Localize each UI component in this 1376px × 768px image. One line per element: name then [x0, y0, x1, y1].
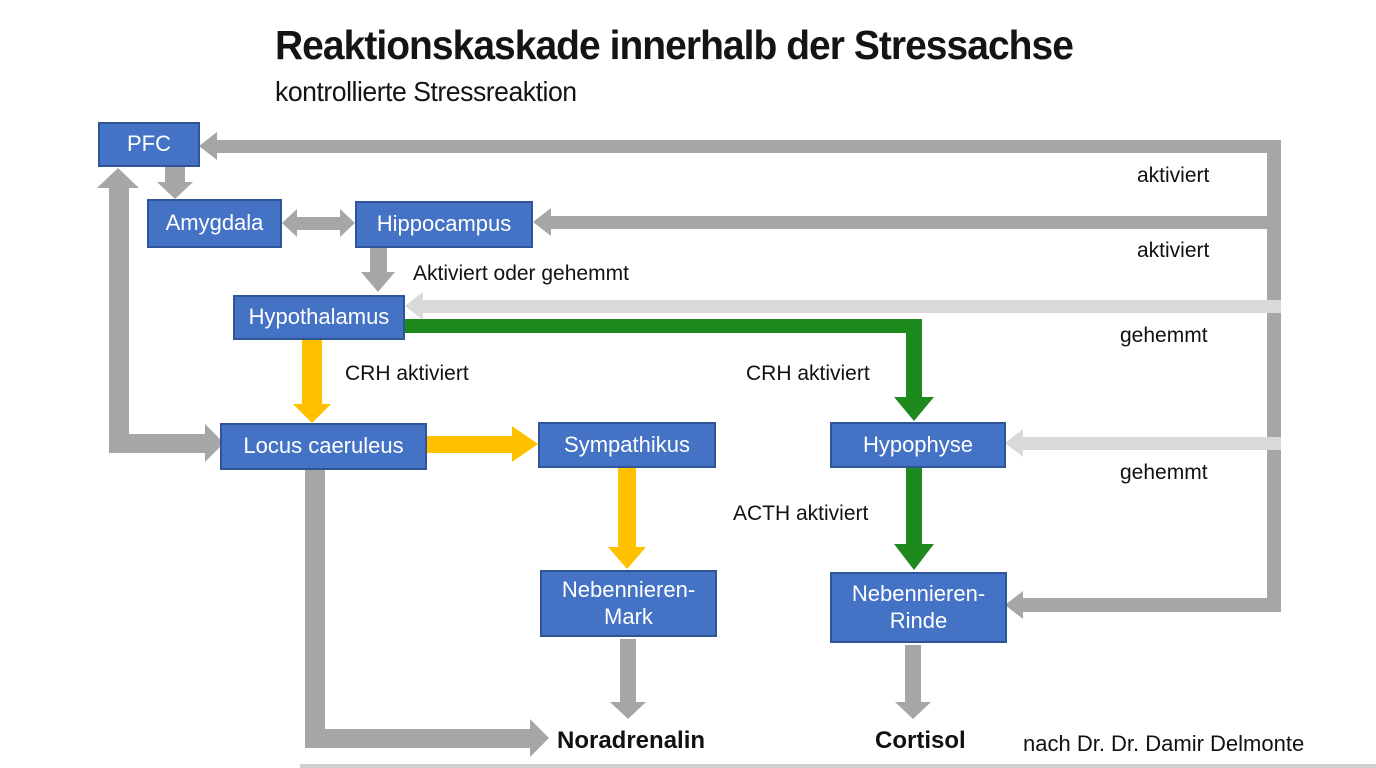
- locus-to-noradrenalin-vertical-line: [305, 470, 325, 730]
- label-aktiviert-oder-gehemmt: Aktiviert oder gehemmt: [413, 262, 629, 285]
- node-nebennieren-mark-line1: Nebennieren-: [561, 577, 696, 603]
- mark-to-noradrenalin-line: [620, 639, 636, 702]
- node-locus-caeruleus: Locus caeruleus: [220, 423, 427, 470]
- node-sympathikus-label: Sympathikus: [564, 431, 690, 457]
- arrowhead-down-into-hypothalamus-icon: [361, 272, 395, 292]
- node-sympathikus: Sympathikus: [538, 422, 716, 468]
- arrowhead-left-into-nebennieren-rinde-icon: [1005, 591, 1023, 619]
- feedback-loop-vertical-line: [1267, 140, 1281, 612]
- left-feedback-horizontal-line: [109, 434, 205, 453]
- hypothalamus-to-hypophyse-horizontal-line: [405, 319, 922, 333]
- amygdala-hippocampus-line: [297, 217, 340, 230]
- hippocampus-to-hypothalamus-line: [370, 248, 387, 272]
- node-hypophyse-label: Hypophyse: [862, 431, 974, 457]
- node-hypophyse: Hypophyse: [830, 422, 1006, 468]
- feedback-arrow-to-nebennieren-rinde-line: [1023, 598, 1281, 612]
- arrowhead-right-into-noradrenalin-icon: [530, 719, 549, 757]
- node-nebennieren-rinde-line1: Nebennieren-: [851, 581, 986, 607]
- feedback-arrow-to-hypophyse-line: [1023, 437, 1281, 450]
- arrowhead-left-into-hypothalamus-icon: [405, 292, 423, 320]
- label-acth-aktiviert: ACTH aktiviert: [733, 502, 869, 525]
- arrowhead-right-into-hippocampus-icon: [340, 209, 355, 237]
- label-cortisol: Cortisol: [875, 727, 966, 754]
- arrowhead-down-cortisol-icon: [895, 702, 931, 719]
- node-hypothalamus-label: Hypothalamus: [248, 304, 390, 330]
- label-noradrenalin: Noradrenalin: [557, 727, 706, 754]
- node-nebennieren-mark-line2: Mark: [604, 603, 653, 629]
- node-pfc: PFC: [98, 122, 200, 167]
- arrowhead-down-into-amygdala-icon: [157, 182, 193, 199]
- pfc-to-amygdala-line: [165, 166, 185, 182]
- hypophyse-to-rinde-line: [906, 468, 922, 544]
- node-locus-caeruleus-label: Locus caeruleus: [243, 433, 404, 459]
- arrowhead-down-into-mark-icon: [608, 547, 646, 569]
- label-feedback-aktiviert-1: aktiviert: [1137, 164, 1210, 187]
- arrowhead-right-into-locus-icon: [205, 424, 224, 462]
- node-hypothalamus: Hypothalamus: [233, 295, 405, 340]
- locus-to-noradrenalin-horizontal-line: [305, 729, 530, 748]
- attribution-text: nach Dr. Dr. Damir Delmonte: [1023, 731, 1305, 756]
- node-nebennieren-rinde-line2: Rinde: [889, 607, 948, 633]
- arrowhead-down-noradrenalin-icon: [610, 702, 646, 719]
- node-amygdala: Amygdala: [147, 199, 282, 248]
- feedback-arrow-to-hypothalamus-line: [423, 300, 1281, 313]
- label-crh-aktiviert-right: CRH aktiviert: [746, 362, 870, 385]
- label-feedback-aktiviert-2: aktiviert: [1137, 239, 1210, 262]
- label-feedback-gehemmt-1: gehemmt: [1120, 324, 1208, 347]
- label-crh-aktiviert-left: CRH aktiviert: [345, 362, 469, 385]
- bottom-edge-strip: [300, 764, 1376, 768]
- page-subtitle: kontrollierte Stressreaktion: [275, 76, 577, 107]
- feedback-arrow-to-pfc-line: [217, 140, 1281, 153]
- locus-to-sympathikus-line: [427, 436, 512, 453]
- node-nebennieren-mark: Nebennieren- Mark: [540, 570, 717, 637]
- node-hippocampus: Hippocampus: [355, 201, 533, 248]
- arrowhead-up-into-pfc-icon: [97, 168, 139, 188]
- arrowhead-left-into-hypophyse-icon: [1005, 429, 1023, 457]
- node-pfc-label: PFC: [127, 131, 171, 157]
- arrowhead-down-into-locus-icon: [293, 404, 331, 423]
- arrowhead-right-into-sympathikus-icon: [512, 426, 538, 462]
- rinde-to-cortisol-line: [905, 645, 921, 702]
- label-feedback-gehemmt-2: gehemmt: [1120, 461, 1208, 484]
- hypothalamus-to-hypophyse-vertical-line: [906, 319, 922, 397]
- node-amygdala-label: Amygdala: [165, 210, 264, 236]
- sympathikus-to-mark-line: [618, 468, 636, 547]
- node-hippocampus-label: Hippocampus: [376, 211, 512, 237]
- arrowhead-down-into-rinde-icon: [894, 544, 934, 570]
- hypothalamus-to-locus-line: [302, 340, 322, 404]
- left-feedback-vertical-line: [109, 186, 129, 453]
- feedback-arrow-to-hippocampus-line: [551, 216, 1281, 229]
- arrowhead-left-into-pfc-icon: [199, 132, 217, 160]
- arrowhead-left-into-amygdala-icon: [282, 209, 297, 237]
- page-title: Reaktionskaskade innerhalb der Stressach…: [275, 22, 1074, 68]
- arrowhead-down-into-hypophyse-icon: [894, 397, 934, 421]
- node-nebennieren-rinde: Nebennieren- Rinde: [830, 572, 1007, 643]
- arrowhead-left-into-hippocampus-icon: [533, 208, 551, 236]
